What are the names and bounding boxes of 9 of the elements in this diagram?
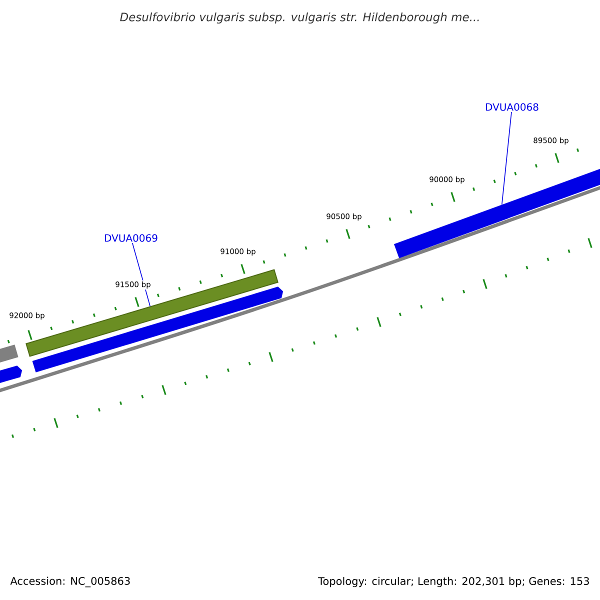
footer-text: Accession: NC_005863 [9, 576, 132, 588]
leader-line [501, 112, 512, 206]
footer-text: Topology: circular; Length: 202,301 bp; Genes: 153 [317, 576, 591, 588]
title: Desulfovibrio vulgaris subsp. vulgaris str. Hildenborough me... [120, 12, 479, 24]
gene-label: DVUA0068 [486, 103, 538, 111]
gene-label: DVUA0069 [105, 234, 158, 242]
gene-bar [0, 344, 18, 364]
gene-bar [0, 366, 22, 384]
gene-bar [394, 168, 600, 258]
